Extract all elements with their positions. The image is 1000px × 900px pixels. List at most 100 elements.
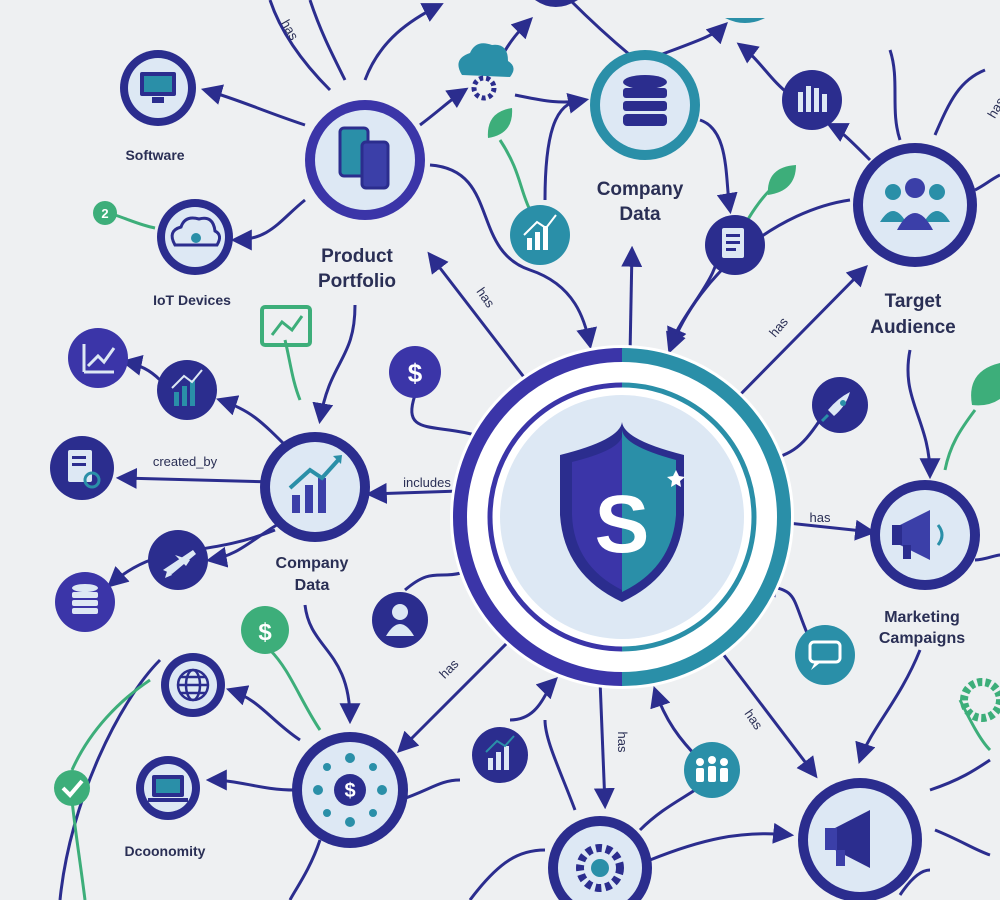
shield-s-logo-icon: S — [560, 422, 685, 602]
hub-company-data-left[interactable]: Company Data — [260, 432, 370, 594]
leaf-icon — [487, 108, 513, 138]
edge-cl-bar — [216, 395, 292, 452]
leaf-label-dcoonomity: Dcoonomity — [125, 843, 206, 859]
edge-econ-right — [399, 778, 461, 802]
hub-label-marketing-line1: Marketing — [884, 609, 960, 626]
team-hands-icon — [798, 86, 827, 112]
edge-team-up — [736, 42, 791, 97]
chat-bubble-icon — [808, 640, 842, 670]
hub-label-product-line2: Portfolio — [318, 271, 396, 292]
mobile-devices-icon — [338, 126, 390, 190]
hub-marketing-campaigns[interactable]: Marketing Campaigns — [870, 480, 980, 647]
hub-label-audience-line1: Target — [885, 291, 942, 312]
leaf-dcoonomity[interactable]: Dcoonomity — [125, 756, 206, 859]
leaf-chart-small-top[interactable] — [510, 205, 570, 265]
megaphone-icon — [825, 810, 870, 868]
leaf-green-3 — [971, 363, 1000, 406]
leaf-team-hands[interactable] — [782, 70, 842, 130]
hub-label-product-line1: Product — [321, 246, 393, 267]
edge-product-top2 — [363, 3, 444, 81]
edge-bottom-curve2 — [649, 822, 795, 862]
leaf-green-2 — [767, 165, 796, 195]
document-icon — [722, 228, 744, 258]
leaf-chart-bottom[interactable] — [472, 727, 528, 783]
partial-top-node — [535, 0, 765, 23]
hub-target-audience[interactable]: Target Audience — [853, 143, 977, 338]
leaf-trend-line[interactable] — [68, 328, 128, 388]
leaf-chat[interactable] — [795, 625, 855, 685]
edge-center-economy — [397, 628, 522, 753]
leaf-green-1 — [487, 108, 513, 138]
bar-chart-icon — [171, 369, 203, 406]
edge-product-iot — [230, 198, 306, 251]
edge-green-dollar — [268, 648, 322, 731]
edge-ta-up2 — [933, 68, 986, 136]
edge-econ-down — [288, 839, 322, 900]
leaf-presentation[interactable] — [260, 305, 312, 347]
leaf-globe[interactable] — [161, 653, 225, 717]
leaf-cloud-gear[interactable] — [458, 43, 514, 101]
monitor-icon — [140, 72, 176, 103]
edge-green-present — [283, 339, 302, 401]
edge-center-megaphone — [718, 649, 818, 779]
edge-bottom-curve — [468, 848, 546, 900]
hub-economy[interactable]: $ — [292, 732, 408, 848]
central-shield-node[interactable]: S — [450, 345, 794, 689]
cloud-device-icon — [170, 216, 222, 247]
growth-chart-icon — [288, 455, 342, 513]
bar-chart-icon — [485, 735, 515, 770]
edge-settings-up — [543, 719, 577, 811]
edge-product-top1 — [268, 0, 332, 92]
leaf-dollar-top[interactable]: $ — [389, 346, 441, 398]
leaf-rocket[interactable] — [812, 377, 868, 433]
database-icon — [72, 584, 98, 614]
edge-center-companytop — [621, 245, 643, 356]
hub-megaphone[interactable] — [798, 778, 922, 900]
leaf-bar-chart-left[interactable] — [157, 360, 217, 420]
edge-label-created-by: created_by — [153, 454, 218, 469]
hub-label-companyleft-line1: Company — [276, 555, 349, 572]
edge-mega-down — [898, 868, 931, 896]
leaf-document[interactable] — [705, 215, 765, 275]
edge-label-has-8: has — [984, 94, 1000, 120]
globe-icon — [176, 668, 210, 702]
edge-econ-globe — [226, 685, 301, 742]
edge-cloud-ct2 — [514, 92, 590, 114]
edge-label-has-2: has — [474, 285, 499, 311]
edge-ct-top — [568, 0, 631, 57]
megaphone-icon — [892, 510, 944, 560]
hub-product-portfolio[interactable]: Product Portfolio — [305, 100, 425, 292]
leaf-stack-coins[interactable] — [55, 572, 115, 632]
leaf-icon — [971, 363, 1000, 406]
edge-label-has-5: has — [436, 656, 462, 682]
leaf-people-bottom[interactable] — [684, 742, 740, 798]
edge-mega-right2 — [934, 828, 991, 857]
hub-settings[interactable] — [548, 816, 652, 900]
leaf-check[interactable] — [54, 770, 90, 806]
dollar-icon: $ — [408, 358, 423, 388]
edge-product-top3 — [308, 0, 347, 81]
people-group-icon — [880, 178, 950, 230]
edge-green-check — [70, 799, 87, 900]
edge-center-audience — [728, 265, 868, 407]
edge-label-includes: includes — [403, 475, 451, 490]
leaf-icon — [767, 165, 796, 195]
user-icon — [386, 604, 414, 636]
leaf-badge[interactable]: 2 — [93, 201, 117, 225]
shield-letter: S — [595, 479, 650, 570]
edge-mkt-megaphone — [855, 649, 922, 764]
presentation-icon — [260, 305, 312, 347]
leaf-airplane[interactable] — [148, 530, 208, 590]
leaf-iot-devices[interactable]: IoT Devices — [153, 199, 233, 308]
leaf-software[interactable]: Software — [120, 50, 196, 163]
edge-mkt-right — [974, 553, 1000, 562]
edge-product-companyleft — [312, 304, 357, 425]
edge-cl-report — [115, 467, 276, 489]
check-icon — [61, 779, 84, 798]
edge-ta-team — [826, 123, 872, 162]
leaf-report[interactable] — [50, 436, 114, 500]
leaf-dollar-green[interactable]: $ — [241, 606, 289, 654]
hub-company-data-top[interactable]: Company Data — [590, 50, 700, 225]
edge-center-settings — [593, 679, 615, 810]
leaf-user[interactable] — [372, 592, 428, 648]
